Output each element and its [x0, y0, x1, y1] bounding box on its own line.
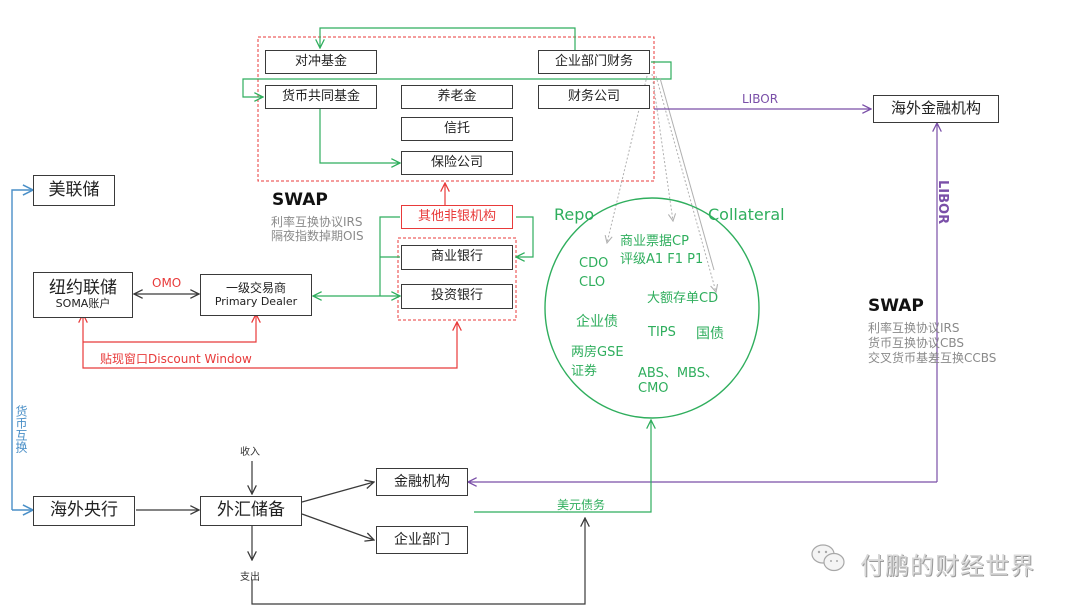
flow-nonbank-left [379, 216, 400, 296]
label-libor-horizontal: LIBOR [742, 92, 779, 106]
label-currency-swap: 货币互换 [14, 405, 28, 453]
node-hedge-fund: 对冲基金 [265, 50, 377, 74]
flow-gray-3 [655, 75, 716, 292]
label-usd-debt: 美元债务 [557, 498, 606, 512]
flow-expense-to-debt [251, 518, 585, 605]
swap-right-item-ccbs: 交叉货币基差互换CCBS [868, 351, 997, 365]
node-insurance: 保险公司 [401, 151, 513, 175]
label-repo: Repo [554, 205, 595, 224]
collateral-treasury: 国债 [696, 326, 724, 342]
collateral-tips: TIPS [648, 325, 676, 340]
flow-nonbank-to-commercial [516, 216, 534, 257]
node-primary-dealer: 一级交易商 Primary Dealer [200, 274, 312, 316]
label-libor-vertical: LIBOR [935, 180, 950, 225]
wechat-icon [811, 544, 845, 572]
node-other-nonbank: 其他非银机构 [401, 205, 513, 229]
swap-right-item-cbs: 货币互换协议CBS [868, 336, 965, 350]
swap-right-title: SWAP [868, 296, 924, 316]
collateral-circle [544, 197, 760, 419]
flow-discount-window [83, 314, 457, 369]
collateral-corp-bond: 企业债 [576, 314, 618, 330]
collateral-cmo: CMO [638, 381, 669, 396]
node-ny-fed: 纽约联储 SOMA账户 [33, 272, 133, 318]
collateral-clo: CLO [579, 275, 606, 290]
collateral-abs: ABS、MBS、 [638, 366, 718, 381]
node-pension: 养老金 [401, 85, 513, 109]
collateral-cd: 大额存单CD [647, 291, 719, 306]
node-fx-reserve: 外汇储备 [200, 496, 302, 526]
collateral-cp: 商业票据CP [620, 234, 689, 249]
flow-gray-4 [659, 77, 715, 271]
flow-gray-2 [651, 73, 673, 221]
node-overseas-cb: 海外央行 [33, 496, 135, 526]
flow-corp-to-mmf [242, 61, 672, 97]
node-fed: 美联储 [33, 175, 115, 206]
collateral-cdo: CDO [579, 256, 609, 271]
swap-left-item-irs: 利率互换协议IRS [271, 215, 363, 229]
swap-right-item-irs: 利率互换协议IRS [868, 321, 960, 335]
flow-currency-swap [11, 190, 33, 510]
ny-fed-soma: SOMA账户 [55, 297, 111, 311]
node-investment-bank: 投资银行 [401, 284, 513, 309]
swap-left-title: SWAP [272, 190, 328, 210]
node-money-market-fund: 货币共同基金 [265, 85, 377, 109]
flow-reserve-to-corp [301, 513, 374, 540]
ny-fed-title: 纽约联储 [49, 277, 117, 298]
node-commercial-bank: 商业银行 [401, 245, 513, 270]
label-collateral: Collateral [708, 205, 785, 224]
swap-left-item-ois: 隔夜指数掉期OIS [271, 229, 364, 243]
node-corporate-treasury: 企业部门财务 [538, 50, 650, 74]
collateral-cp-rating: 评级A1 F1 P1 [620, 252, 704, 267]
primary-dealer-en: Primary Dealer [214, 294, 298, 308]
node-finance-company: 财务公司 [538, 85, 650, 109]
primary-dealer-cn: 一级交易商 [225, 280, 286, 295]
node-overseas-fi: 海外金融机构 [873, 95, 999, 123]
node-financial-institution: 金融机构 [376, 468, 468, 496]
collateral-gse-2: 证券 [571, 364, 598, 379]
flow-discount-pd [83, 314, 256, 343]
label-discount-window: 贴现窗口Discount Window [100, 352, 252, 366]
flow-usd-debt [474, 420, 651, 513]
collateral-gse-1: 两房GSE [571, 345, 624, 360]
flow-mmf-to-insurance [319, 109, 400, 163]
node-corporate-sector: 企业部门 [376, 526, 468, 554]
label-income: 收入 [240, 447, 260, 458]
flow-reserve-to-fi [301, 482, 374, 503]
node-trust: 信托 [401, 117, 513, 141]
watermark-text: 付鹏的财经世界 [860, 552, 1035, 580]
flow-corp-to-hedge [320, 27, 576, 50]
label-omo: OMO [152, 276, 182, 290]
label-expense: 支出 [240, 572, 260, 583]
